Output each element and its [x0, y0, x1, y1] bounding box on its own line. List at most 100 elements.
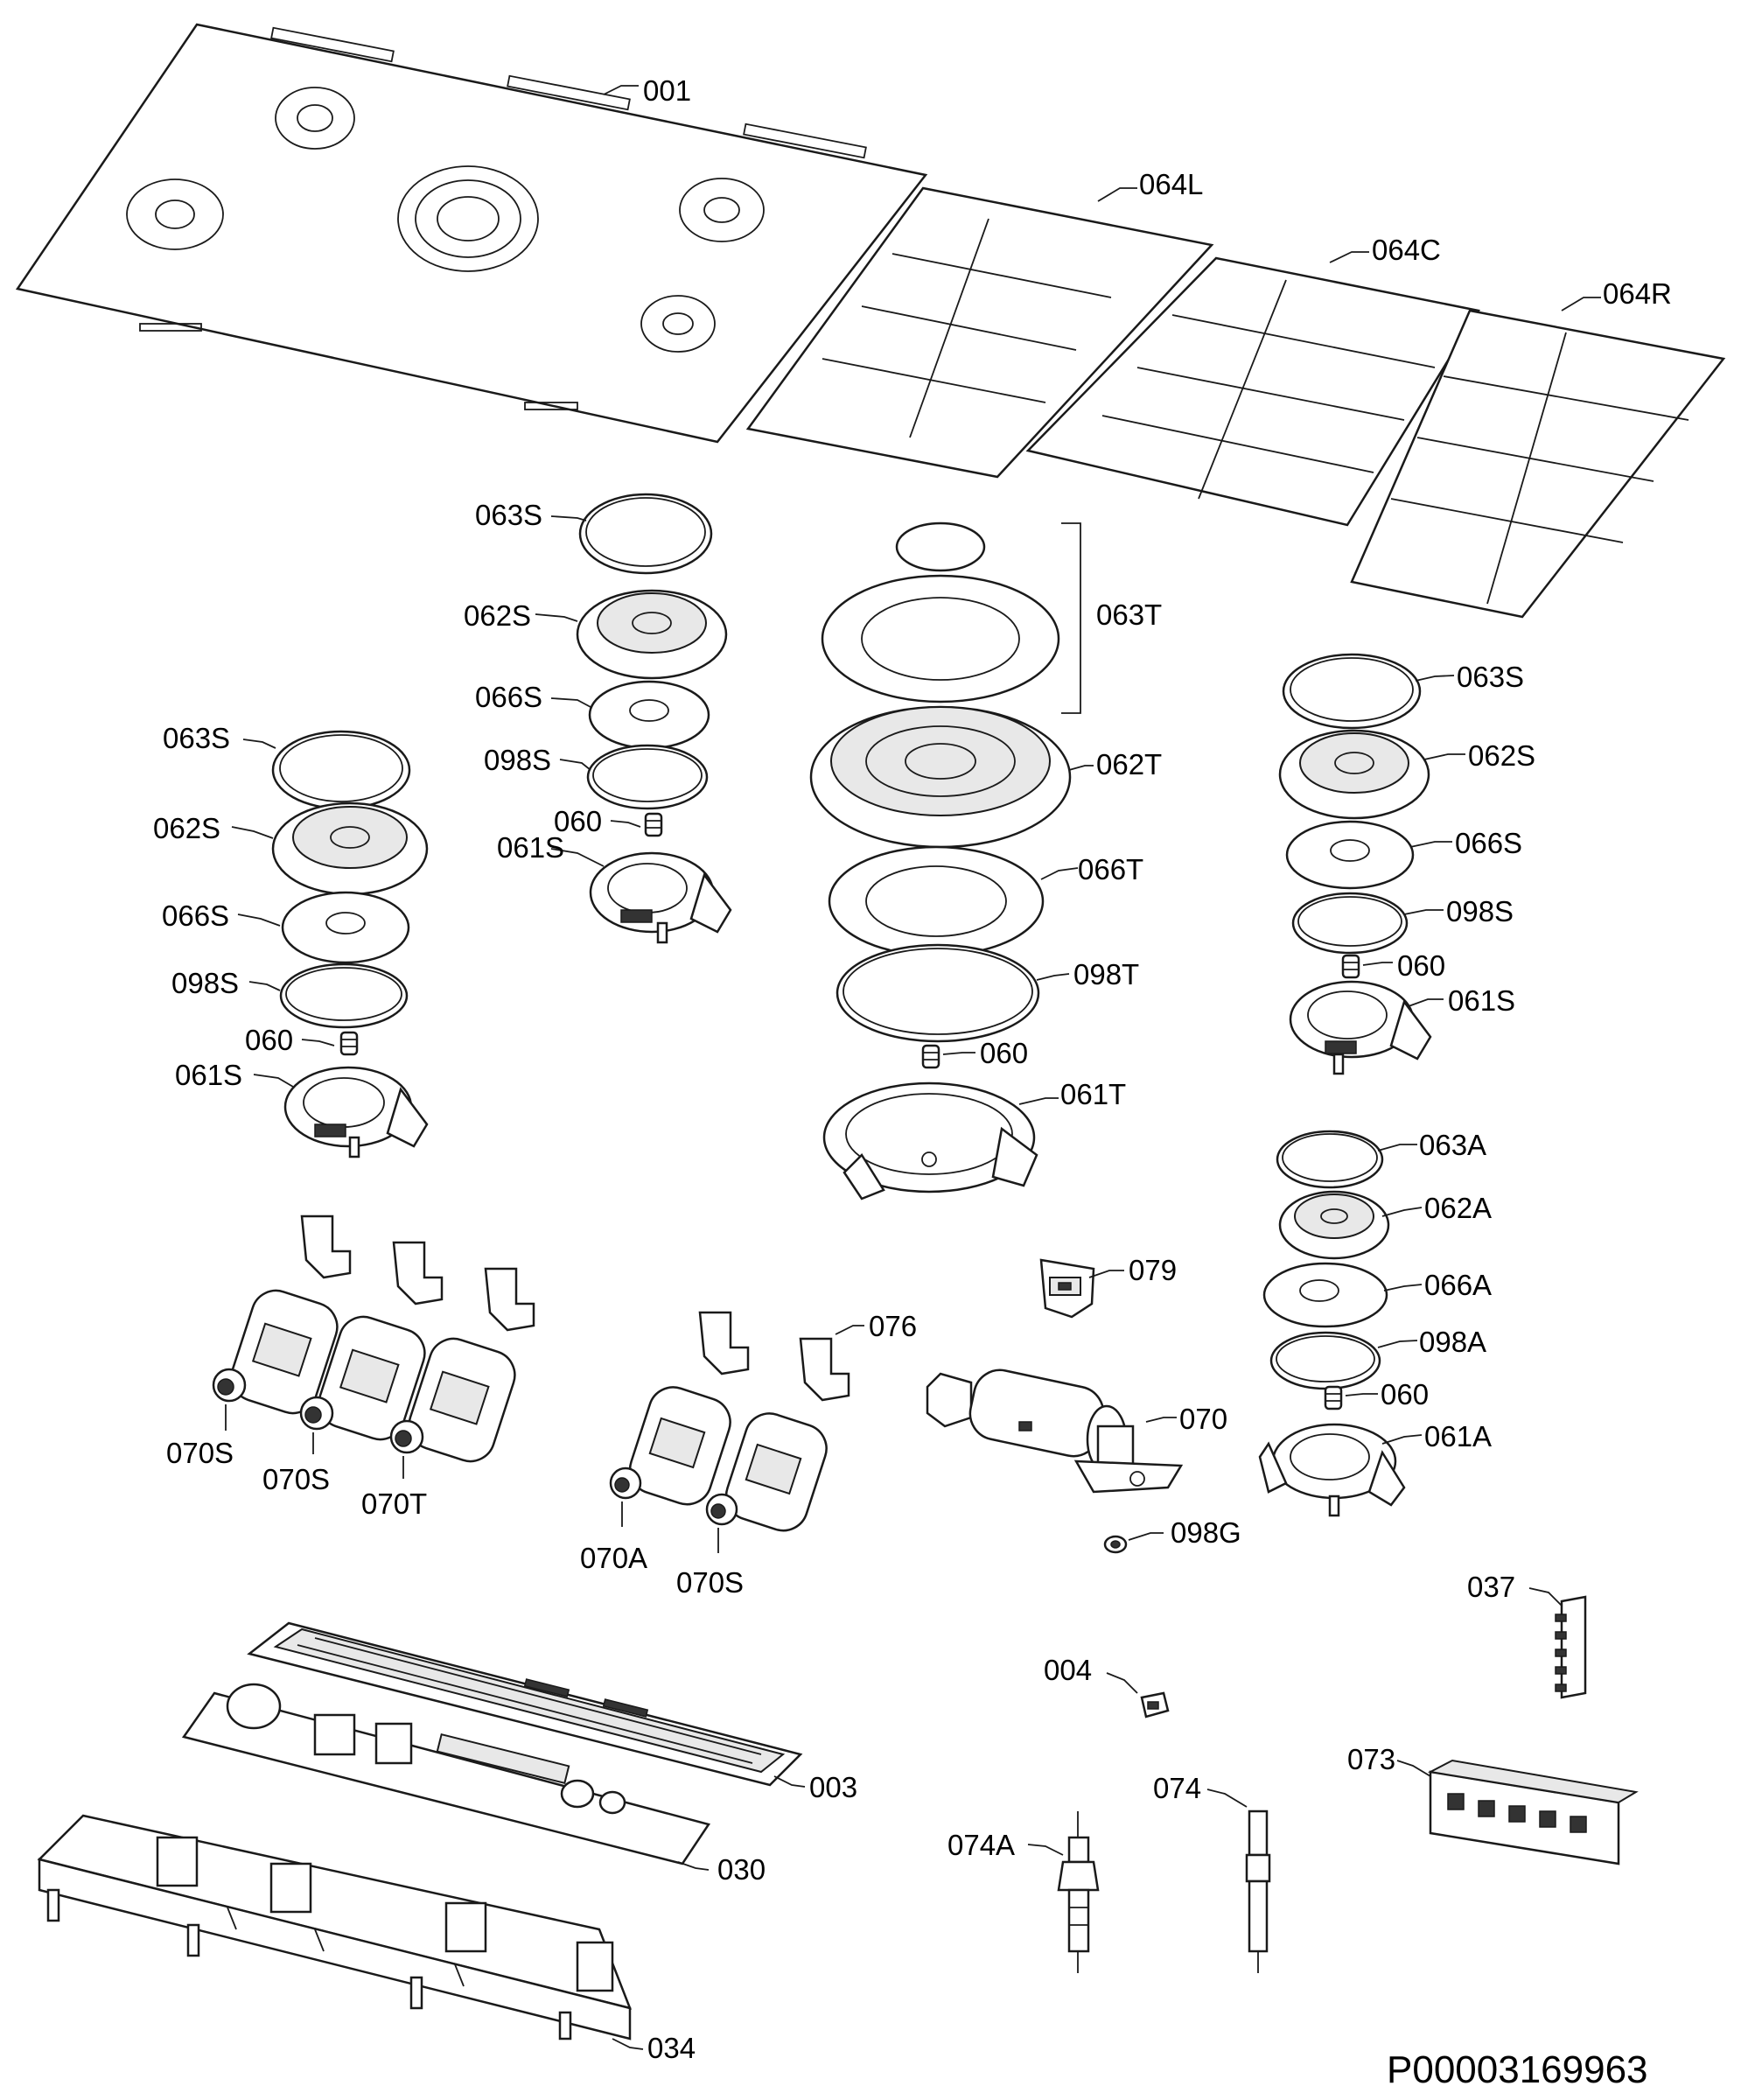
part-burner-base-061S-mid: [589, 851, 732, 944]
label-061S-mid: 061S: [497, 831, 564, 864]
label-098T: 098T: [1073, 958, 1139, 990]
label-062S-right: 062S: [1468, 739, 1535, 772]
label-060-aux: 060: [1381, 1378, 1429, 1410]
part-bracket-set-left: [300, 1214, 535, 1332]
part-ignition-073: [1427, 1759, 1639, 1866]
part-burner-crown-062S-left: [271, 802, 429, 896]
part-burner-crown-062S-mid: [576, 589, 728, 680]
part-gasket-066S-right: [1285, 820, 1415, 890]
part-burner-base-061S-right: [1289, 980, 1432, 1075]
part-pan-support-064R: [1350, 309, 1726, 619]
label-037: 037: [1467, 1571, 1515, 1603]
part-burner-crown-062S-right: [1278, 729, 1430, 820]
label-098S-mid: 098S: [484, 744, 551, 776]
part-control-board-003: [247, 1621, 803, 1787]
label-098A: 098A: [1419, 1326, 1486, 1358]
part-burner-base-061S-left: [283, 1066, 429, 1158]
part-gasket-066S-mid: [588, 680, 710, 750]
label-063S-right: 063S: [1457, 661, 1524, 693]
label-062S-mid: 062S: [464, 599, 531, 632]
part-pcb-030: [181, 1683, 711, 1866]
part-bracket-set-right: [698, 1311, 850, 1402]
label-061A: 061A: [1424, 1420, 1492, 1452]
label-066T: 066T: [1078, 853, 1143, 886]
label-070T: 070T: [361, 1488, 427, 1520]
label-063A: 063A: [1419, 1129, 1486, 1161]
label-070: 070: [1179, 1403, 1227, 1435]
label-070A: 070A: [580, 1542, 647, 1574]
part-burner-base-061A: [1258, 1423, 1406, 1517]
part-gasket-066S-left: [281, 891, 410, 964]
part-pan-support-064L: [745, 186, 1214, 479]
label-061S-right: 061S: [1448, 984, 1515, 1017]
label-070S-1: 070S: [166, 1437, 234, 1469]
part-seal-098S-right: [1291, 892, 1409, 955]
part-seal-098A: [1269, 1331, 1381, 1390]
label-030: 030: [717, 1853, 766, 1886]
label-034: 034: [647, 2032, 696, 2064]
part-housing-034: [37, 1814, 633, 2040]
part-pan-support-064C: [1025, 256, 1481, 527]
part-burner-base-061T: [822, 1082, 1038, 1200]
part-connector-037: [1555, 1595, 1587, 1699]
part-gasket-066T: [828, 845, 1045, 957]
label-064R: 064R: [1603, 277, 1672, 310]
label-060-right: 060: [1397, 949, 1445, 982]
part-injector-060-right: [1341, 954, 1360, 979]
label-061S-left: 061S: [175, 1059, 242, 1091]
label-064C: 064C: [1372, 234, 1441, 266]
label-066A: 066A: [1424, 1269, 1492, 1301]
part-injector-060-aux: [1324, 1385, 1343, 1410]
label-062T: 062T: [1096, 748, 1162, 780]
part-electrode-074A: [1057, 1811, 1100, 1973]
label-004: 004: [1044, 1654, 1092, 1686]
part-seal-098S-mid: [586, 744, 709, 810]
label-073: 073: [1347, 1743, 1395, 1775]
label-062A: 062A: [1424, 1192, 1492, 1224]
document-id: P00003169963: [1387, 2048, 1648, 2091]
label-098S-left: 098S: [171, 967, 239, 999]
part-injector-060-mid: [644, 812, 663, 837]
part-burner-crown-062A: [1278, 1190, 1390, 1260]
label-066S-right: 066S: [1455, 827, 1522, 859]
label-098G: 098G: [1171, 1516, 1241, 1549]
part-valve-070A: [609, 1386, 731, 1506]
part-washer-098G: [1103, 1535, 1128, 1554]
part-clip-004: [1140, 1691, 1170, 1718]
part-seal-098S-left: [279, 962, 409, 1029]
part-burner-cap-063T: [821, 522, 1081, 714]
label-064L: 064L: [1139, 168, 1203, 200]
label-061T: 061T: [1060, 1078, 1126, 1110]
label-079: 079: [1129, 1254, 1177, 1286]
part-gas-valve-070: [926, 1368, 1184, 1494]
label-063S-mid: 063S: [475, 499, 542, 531]
label-066S-left: 066S: [162, 900, 229, 932]
label-060-left: 060: [245, 1024, 293, 1056]
label-070S-2: 070S: [262, 1463, 330, 1495]
part-clip-079: [1039, 1258, 1095, 1319]
part-valve-070S-2: [299, 1315, 426, 1441]
label-063T: 063T: [1096, 598, 1162, 631]
label-062S-left: 062S: [153, 812, 220, 844]
label-003: 003: [809, 1771, 857, 1803]
part-injector-060-ctr: [921, 1044, 940, 1069]
label-070S-3: 070S: [676, 1566, 744, 1599]
label-001: 001: [643, 74, 691, 107]
label-074: 074: [1153, 1772, 1201, 1804]
label-063S-left: 063S: [163, 722, 230, 754]
part-burner-cap-063A: [1276, 1130, 1384, 1189]
part-seal-098T: [836, 943, 1040, 1043]
label-060-mid: 060: [554, 805, 602, 837]
part-hob-top-001: [15, 23, 928, 444]
label-098S-right: 098S: [1446, 895, 1514, 928]
part-valve-070S-3: [705, 1412, 828, 1532]
part-burner-crown-062T: [809, 705, 1072, 849]
part-burner-cap-063S-left: [271, 730, 411, 810]
part-valve-070S-1: [212, 1289, 339, 1415]
part-valve-070T: [389, 1337, 516, 1463]
label-074A: 074A: [947, 1829, 1015, 1861]
part-thermocouple-074: [1245, 1810, 1271, 1973]
label-060-ctr: 060: [980, 1037, 1028, 1069]
label-066S-mid: 066S: [475, 681, 542, 713]
